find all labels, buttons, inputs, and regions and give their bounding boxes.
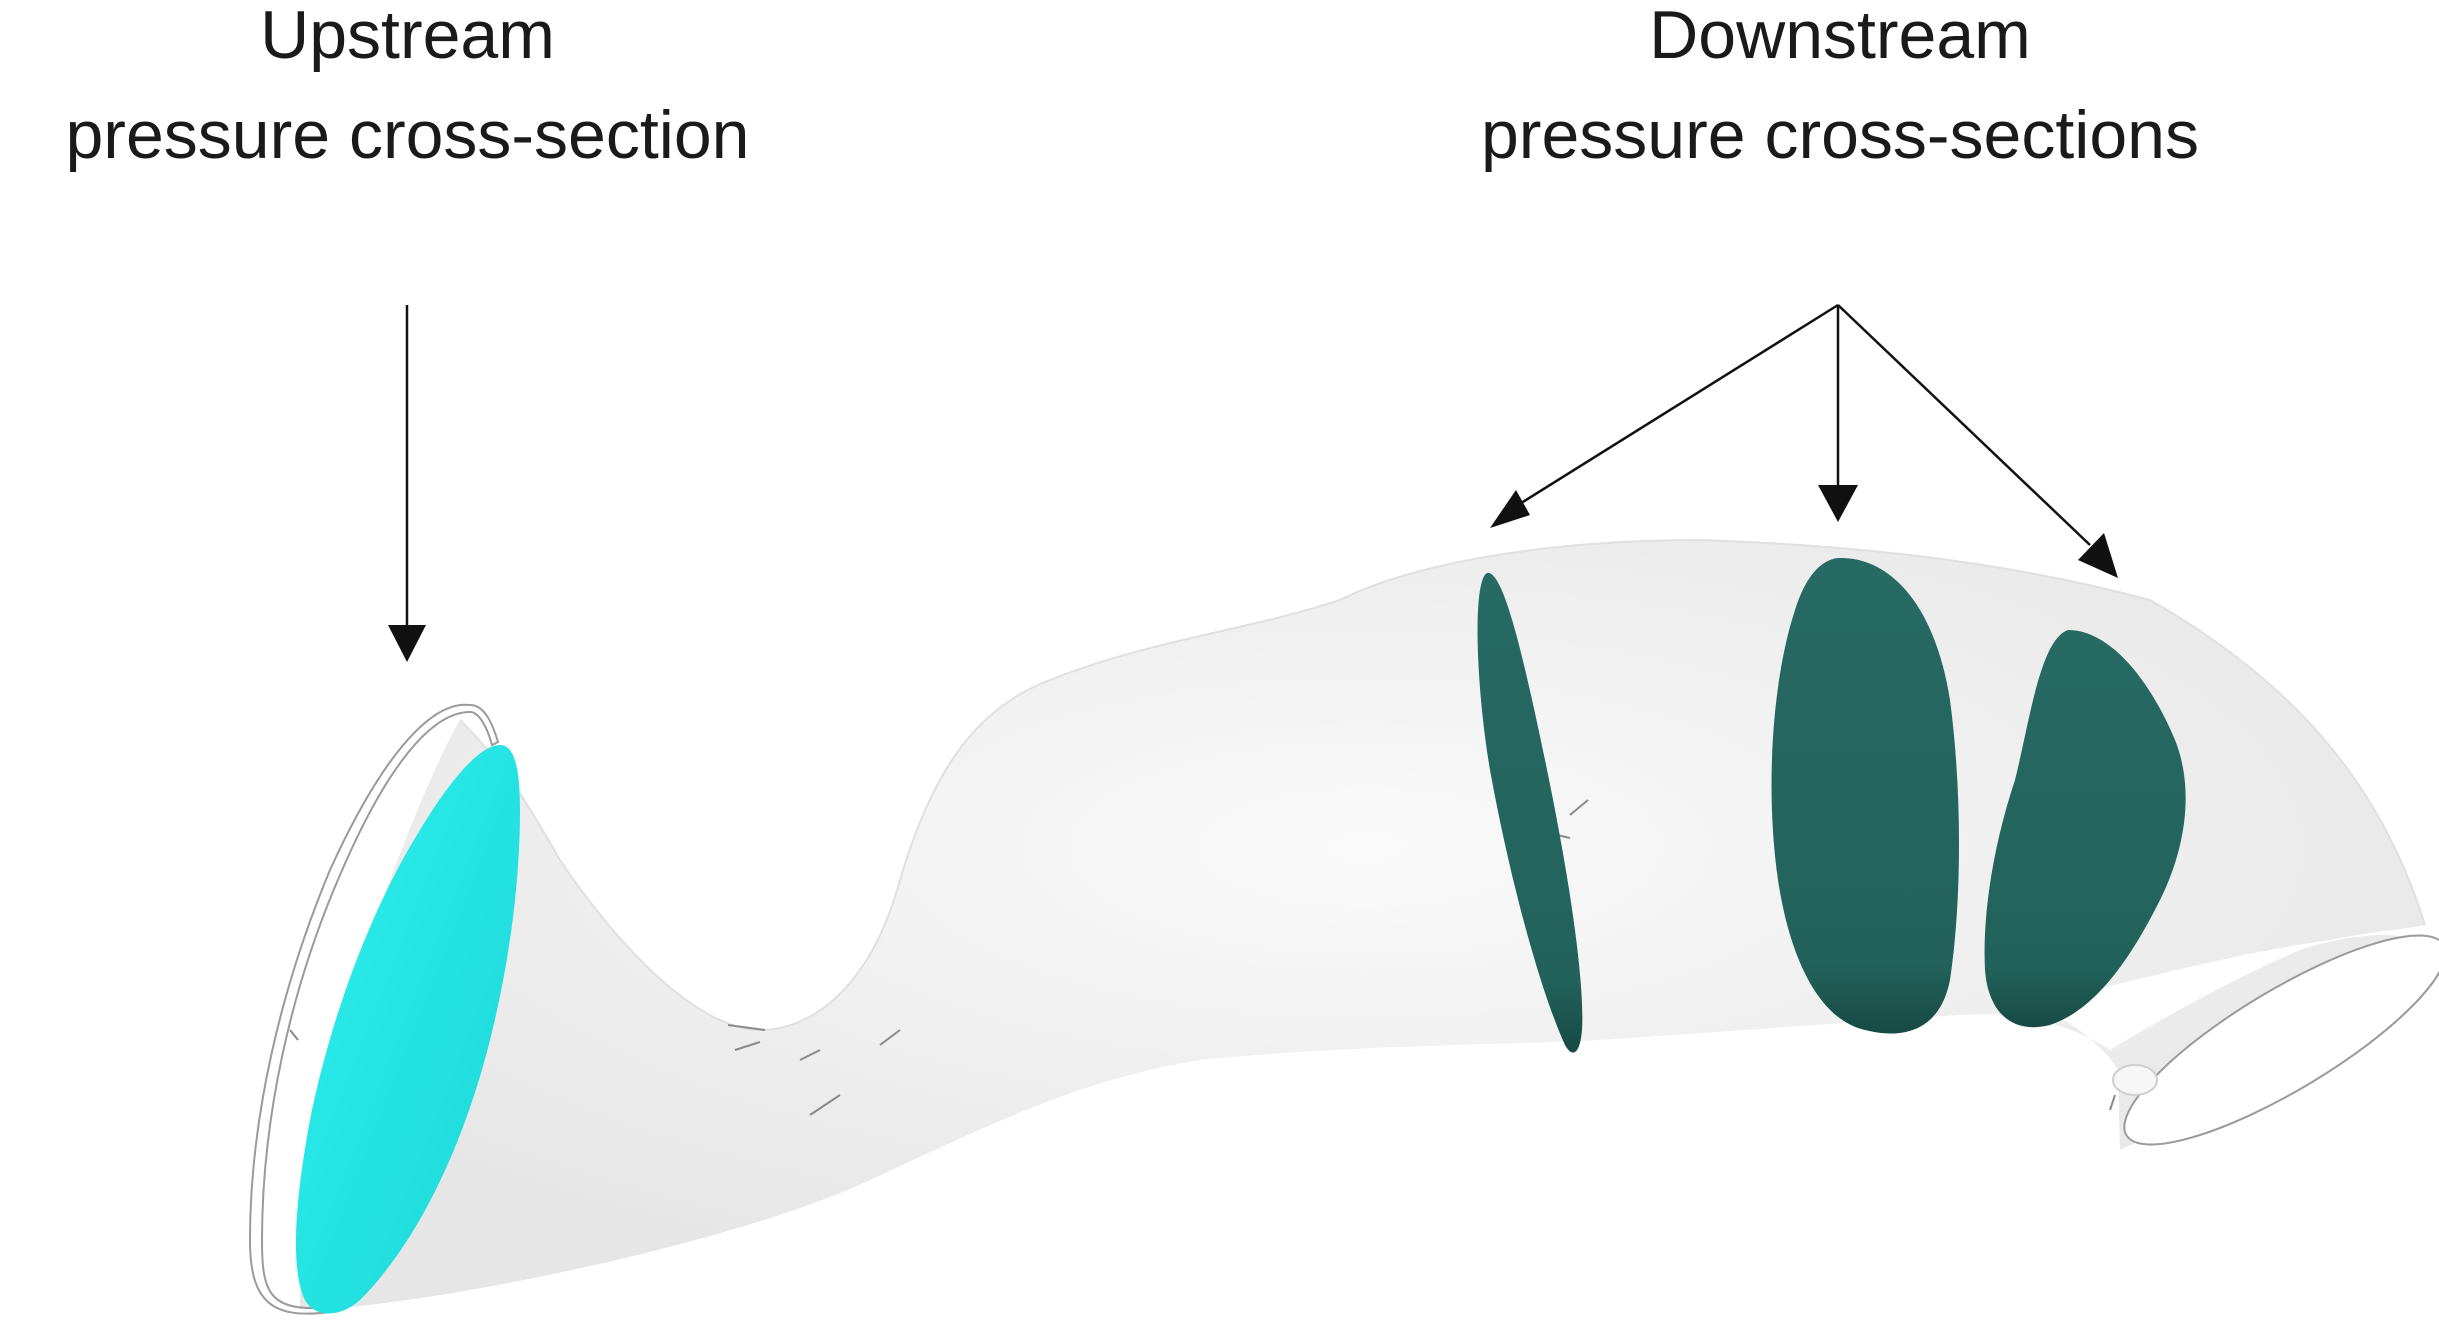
downstream-arrows [1490,303,2118,578]
upstream-label-line2: pressure cross-section [65,97,750,173]
outlet-branch-stub [2112,1064,2158,1096]
downstream-label: Downstream pressure cross-sections [1340,0,2340,185]
downstream-label-line2: pressure cross-sections [1480,97,2200,173]
downstream-cross-section-3 [1984,630,2186,1028]
downstream-cross-section-1 [1477,572,1583,1053]
upstream-cross-section [295,745,520,1314]
outlet-opening [2123,934,2439,1146]
downstream-cross-section-2 [1771,557,1959,1034]
upstream-label-line1: Upstream [260,0,555,73]
vessel-outline [459,538,2426,1032]
inlet-rim [248,703,500,1315]
upstream-arrow [388,305,426,662]
upstream-label: Upstream pressure cross-section [0,0,815,185]
downstream-label-line1: Downstream [1649,0,2031,73]
